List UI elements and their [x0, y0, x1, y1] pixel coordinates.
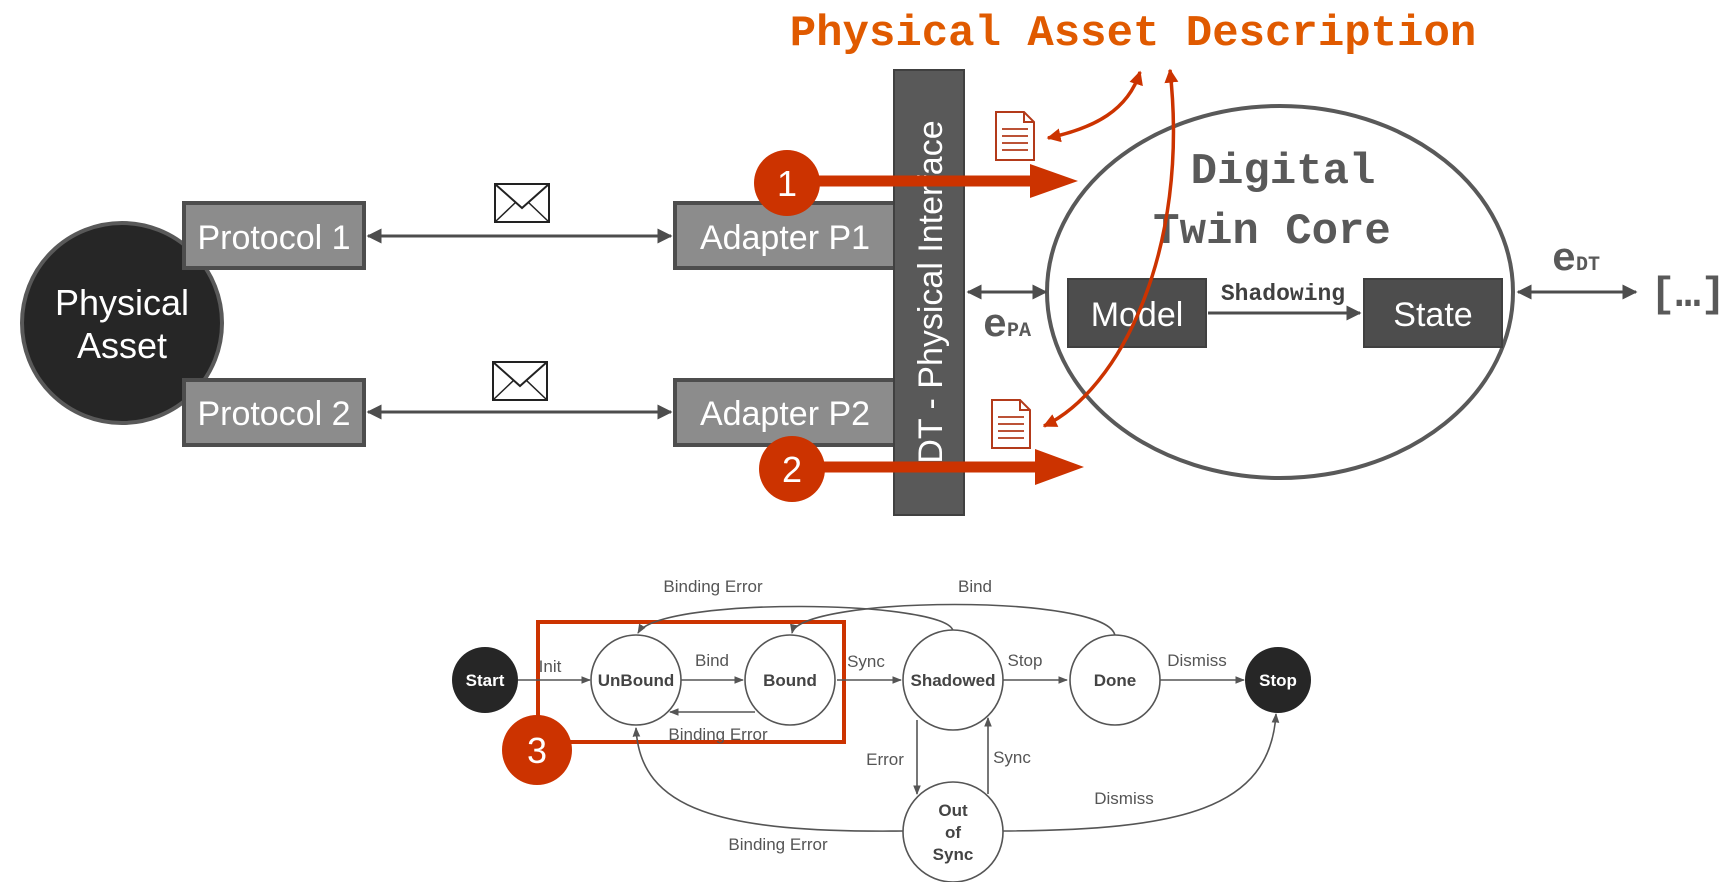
- title: Physical Asset Description: [790, 9, 1477, 59]
- transition-dismiss-bottom: [1002, 713, 1280, 832]
- state-bound: [744, 634, 836, 726]
- shadowing-label: Shadowing: [1221, 281, 1345, 307]
- envelope-icon: [492, 361, 548, 401]
- state-bound-label: Bound: [763, 671, 817, 690]
- adapter-p2-label: Adapter P2: [700, 395, 870, 433]
- state-out-of-sync-line2: of: [945, 823, 961, 842]
- binding-arrow-2-head: [1035, 449, 1084, 485]
- state-label: State: [1393, 296, 1472, 334]
- protocol-1-label: Protocol 1: [197, 219, 350, 257]
- badge-3-label: 3: [527, 730, 547, 771]
- label-dismiss-bottom: Dismiss: [1094, 789, 1154, 808]
- label-error: Error: [866, 750, 904, 769]
- ellipsis-label: […]: [1650, 271, 1726, 319]
- core-title-line1: Digital: [1191, 147, 1376, 197]
- e-dt-label: eDT: [1552, 238, 1600, 283]
- document-icon: [995, 111, 1035, 161]
- transition-bind-top: [790, 603, 1116, 637]
- label-sync: Sync: [847, 652, 885, 671]
- state-start-label: Start: [466, 671, 505, 690]
- state-done-label: Done: [1094, 671, 1137, 690]
- state-stop-label: Stop: [1259, 671, 1297, 690]
- label-binding-error-bottom: Binding Error: [728, 835, 828, 854]
- label-init: Init: [539, 657, 562, 676]
- label-dismiss: Dismiss: [1167, 651, 1227, 670]
- e-pa-label: ePA: [983, 304, 1031, 349]
- description-arrow-1: [1046, 70, 1143, 143]
- protocol-2-label: Protocol 2: [197, 395, 350, 433]
- label-bind-top: Bind: [958, 577, 992, 596]
- binding-highlight-box: [536, 620, 846, 744]
- state-done: [1069, 634, 1161, 726]
- state-unbound-label: UnBound: [598, 671, 674, 690]
- physical-asset-node: [20, 221, 224, 425]
- physical-asset-label-line2: Asset: [77, 325, 167, 366]
- label-binding-error-top: Binding Error: [663, 577, 763, 596]
- badge-2: [759, 436, 825, 502]
- state-start: [452, 647, 518, 713]
- protocol-2-box: [182, 378, 366, 447]
- transition-binding-error-bottom: [632, 727, 904, 832]
- state-out-of-sync: [902, 781, 1004, 882]
- badge-3: [502, 715, 572, 785]
- state-unbound: [590, 634, 682, 726]
- state-out-of-sync-line1: Out: [938, 801, 968, 820]
- physical-interface-label: DT - Physical Interface: [912, 120, 950, 463]
- binding-arrow-1-head: [1030, 164, 1078, 198]
- document-icon: [991, 399, 1031, 449]
- label-binding-error-back: Binding Error: [668, 725, 768, 744]
- state-out-of-sync-line3: Sync: [933, 845, 974, 864]
- state-box: [1363, 278, 1503, 348]
- label-bind: Bind: [695, 651, 729, 670]
- badge-2-label: 2: [782, 449, 802, 490]
- adapter-p1-label: Adapter P1: [700, 219, 870, 257]
- state-shadowed-label: Shadowed: [910, 671, 995, 690]
- physical-interface-bar: [893, 69, 965, 516]
- description-arrow-2: [1042, 68, 1179, 428]
- label-stop: Stop: [1008, 651, 1043, 670]
- protocol-1-box: [182, 201, 366, 270]
- state-shadowed: [902, 629, 1004, 731]
- state-stop: [1245, 647, 1311, 713]
- physical-asset-label-line1: Physical: [55, 282, 189, 323]
- badge-1: [754, 150, 820, 216]
- envelope-icon: [494, 183, 550, 223]
- badge-1-label: 1: [777, 163, 797, 204]
- core-title-line2: Twin Core: [1153, 207, 1391, 257]
- transition-binding-error-top: [637, 605, 954, 634]
- label-sync-back: Sync: [993, 748, 1031, 767]
